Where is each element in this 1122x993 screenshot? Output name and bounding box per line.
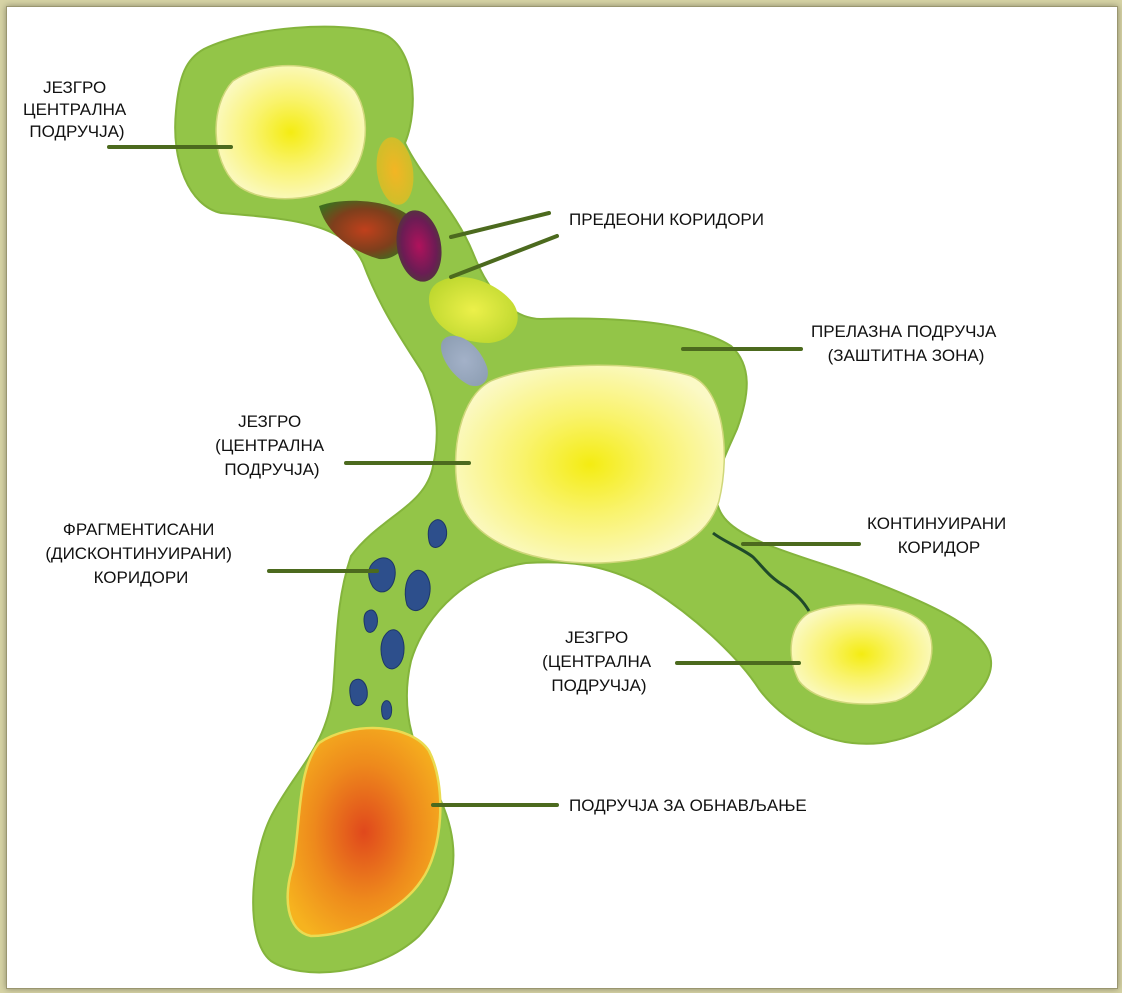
label-core-right: ЈЕЗГРО (ЦЕНТРАЛНА ПОДРУЧЈА) <box>542 628 656 695</box>
core-area-right <box>791 604 932 704</box>
red-brown-patch <box>319 201 411 259</box>
label-core-top: ЈЕЗГРО ЦЕНТРАЛНА ПОДРУЧЈА) <box>23 78 131 141</box>
label-landscape-corridors: ПРЕДЕОНИ КОРИДОРИ <box>569 210 764 229</box>
fragment-patch <box>369 558 396 592</box>
fragment-patch <box>350 679 368 705</box>
core-area-middle <box>456 365 725 563</box>
label-restoration-areas: ПОДРУЧЈА ЗА ОБНАВЉАЊЕ <box>569 796 807 815</box>
core-areas <box>216 66 932 704</box>
core-area-top <box>216 66 365 199</box>
pointer-landscape-corridor-1 <box>451 213 549 237</box>
fragment-patch <box>381 630 404 669</box>
fragment-patch <box>364 610 377 632</box>
label-transition-zone: ПРЕЛАЗНА ПОДРУЧЈА (ЗАШТИТНА ЗОНА) <box>811 322 1001 365</box>
label-continuous-corridor: КОНТИНУИРАНИ КОРИДОР <box>867 514 1011 557</box>
ecological-network-diagram: ЈЕЗГРО ЦЕНТРАЛНА ПОДРУЧЈА) ПРЕДЕОНИ КОРИ… <box>7 7 1117 988</box>
fragment-patch <box>382 701 392 720</box>
label-fragmented-corridors: ФРАГМЕНТИСАНИ (ДИСКОНТИНУИРАНИ) КОРИДОРИ <box>45 520 236 587</box>
diagram-frame: ЈЕЗГРО ЦЕНТРАЛНА ПОДРУЧЈА) ПРЕДЕОНИ КОРИ… <box>6 6 1118 989</box>
label-core-middle: ЈЕЗГРО (ЦЕНТРАЛНА ПОДРУЧЈА) <box>215 412 329 479</box>
